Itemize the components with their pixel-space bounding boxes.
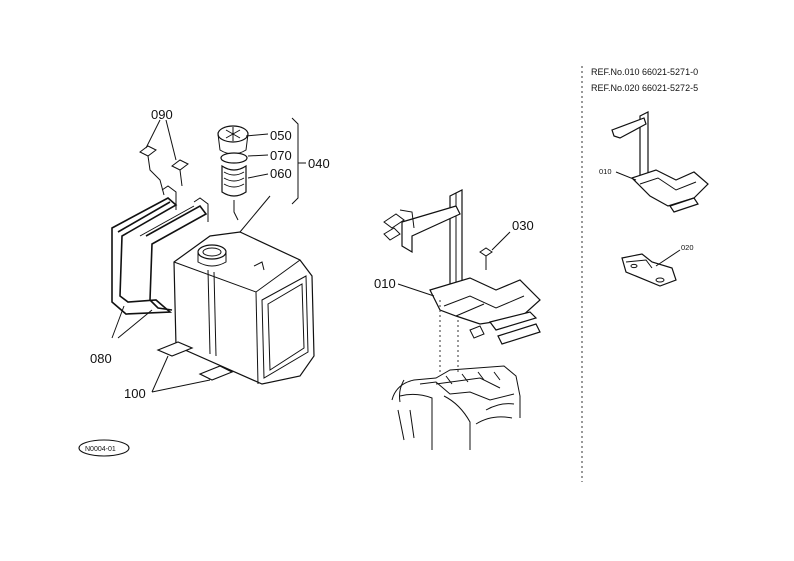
fuel-tank-assembly: 090 050 070 040 060 080 100 [90,107,330,401]
label-090: 090 [151,107,173,122]
detail-label-010: 010 [599,167,612,176]
detail-label-020: 020 [681,243,694,252]
tank-straps [111,185,209,315]
label-070: 070 [270,148,292,163]
bolts-090 [139,119,189,196]
ref-line-010: REF.No.010 66021-5271-0 [591,67,698,77]
diagram-code: N0004-01 [85,446,116,453]
leader-lines-left [111,117,306,393]
bracket-assembly: 010 030 [374,189,541,450]
label-060: 060 [270,166,292,181]
ref-line-020: REF.No.020 66021-5272-5 [591,83,698,93]
fuel-tank [156,231,315,385]
label-080: 080 [90,351,112,366]
label-040: 040 [308,156,330,171]
filler-cap-assembly [217,125,271,233]
label-100: 100 [124,386,146,401]
label-050: 050 [270,128,292,143]
label-010: 010 [374,276,396,291]
label-030: 030 [512,218,534,233]
diagram-code-badge: N0004-01 [78,439,130,457]
reference-detail: REF.No.010 66021-5271-0 REF.No.020 66021… [591,67,709,287]
